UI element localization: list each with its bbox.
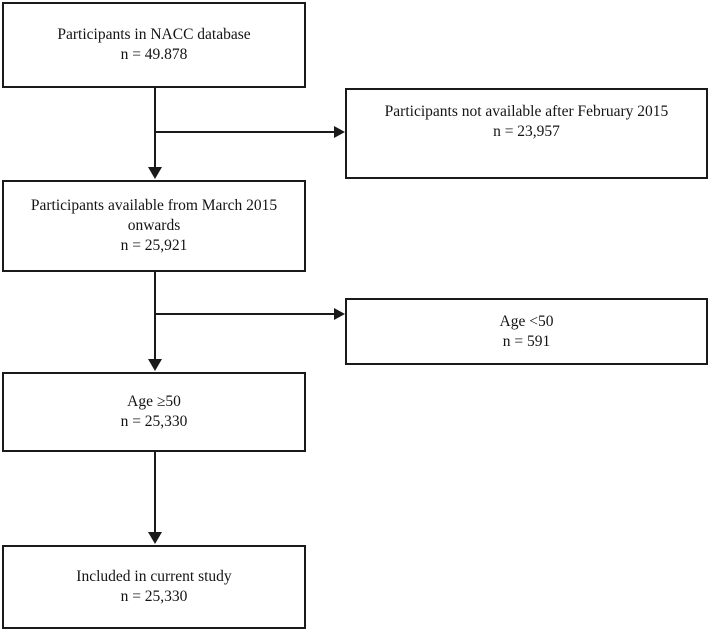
connector-age-eligible-to-included-arrowhead [148,532,162,544]
connector-source-to-excluded-date-arrowhead [334,126,345,138]
connector-available-to-excluded-age-branch [154,313,335,315]
connector-available-to-age-eligible-arrowhead [148,359,162,371]
node-participants-in-nacc-database: Participants in NACC database n = 49.878 [2,2,306,88]
node-included-label: Included in current study n = 25,330 [76,567,232,605]
connector-age-eligible-to-included-stem [154,452,156,533]
node-source-label: Participants in NACC database n = 49.878 [57,25,251,63]
connector-source-to-available-arrowhead [148,167,162,179]
node-participants-available-from-march-2015: Participants available from March 2015 o… [2,180,306,272]
connector-source-to-available-stem [154,88,156,168]
node-age-under-50: Age <50 n = 591 [345,298,708,365]
node-age-eligible-label: Age ≥50 n = 25,330 [120,392,188,430]
node-participants-not-available-after-february-2015: Participants not available after Februar… [345,88,708,179]
node-excluded-age-label: Age <50 n = 591 [499,313,554,351]
node-age-50-and-over: Age ≥50 n = 25,330 [2,372,306,452]
connector-available-to-age-eligible-stem [154,272,156,360]
node-included-in-current-study: Included in current study n = 25,330 [2,545,306,629]
node-available-label: Participants available from March 2015 o… [30,196,278,255]
connector-available-to-excluded-age-arrowhead [334,308,345,320]
node-excluded-date-label: Participants not available after Februar… [384,103,669,141]
connector-source-to-excluded-date-branch [154,131,335,133]
